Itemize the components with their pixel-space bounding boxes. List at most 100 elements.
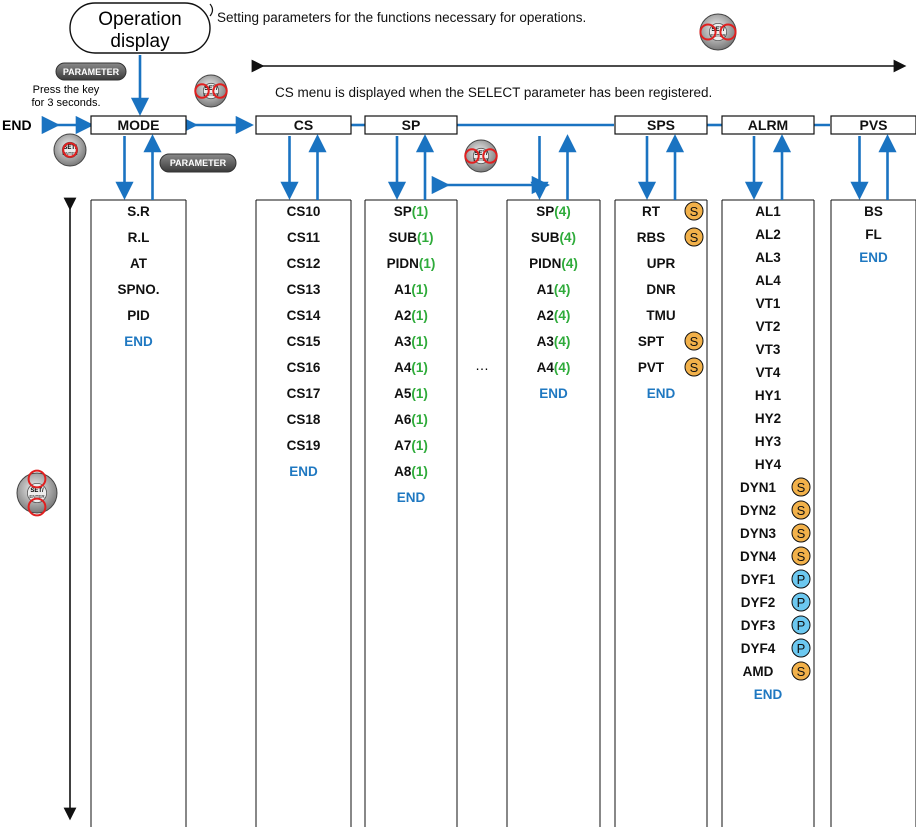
parameter-item[interactable]: CS14 [287, 308, 321, 323]
s-badge-icon [791, 477, 811, 497]
parameter-item[interactable]: A2(4) [537, 308, 571, 323]
parameter-item[interactable]: HY1 [755, 388, 782, 403]
parameter-item[interactable]: A3(1) [394, 334, 428, 349]
s-badge-icon [684, 331, 704, 351]
column-header[interactable]: SP [402, 117, 421, 133]
s-badge-icon [684, 201, 704, 221]
parameter-item[interactable]: A2(1) [394, 308, 428, 323]
parameter-item[interactable]: TMU [646, 308, 675, 323]
parameter-item[interactable]: A7(1) [394, 438, 428, 453]
parameter-item[interactable]: CS12 [287, 256, 321, 271]
badge-label: P [797, 572, 806, 587]
parameter-item[interactable]: CS19 [287, 438, 321, 453]
column-header[interactable]: SPS [647, 117, 675, 133]
parameter-item[interactable]: A3(4) [537, 334, 571, 349]
parameter-item[interactable]: AL3 [755, 250, 781, 265]
parameter-item[interactable]: S.R [127, 204, 150, 219]
parameter-item[interactable]: SP(4) [536, 204, 571, 219]
parameter-item[interactable]: CS11 [287, 230, 321, 245]
parameter-item[interactable]: RT [642, 204, 661, 219]
parameter-item[interactable]: DYF1 [741, 572, 776, 587]
parameter-item[interactable]: PID [127, 308, 150, 323]
parameter-item[interactable]: R.L [128, 230, 150, 245]
parameter-item[interactable]: SP(1) [394, 204, 429, 219]
parameter-item[interactable]: A1(4) [537, 282, 571, 297]
parameter-item[interactable]: VT2 [756, 319, 781, 334]
set-enter-key-lr-3[interactable]: SET/ENTER [464, 139, 498, 173]
set-enter-key-ud[interactable]: SET/ENTER [16, 469, 58, 517]
s-badge-icon [791, 546, 811, 566]
parameter-item[interactable]: SUB(4) [531, 230, 576, 245]
parameter-item[interactable]: HY3 [755, 434, 782, 449]
parameter-item[interactable]: AMD [743, 664, 774, 679]
parameter-item[interactable]: SUB(1) [388, 230, 433, 245]
badge-label: S [690, 360, 699, 375]
parameter-item[interactable]: AL1 [755, 204, 781, 219]
parameter-item[interactable]: PIDN(1) [387, 256, 436, 271]
parameter-item[interactable]: CS16 [287, 360, 321, 375]
parameter-item[interactable]: DYF4 [741, 641, 776, 656]
parameter-item[interactable]: BS [864, 204, 883, 219]
s-badge-icon [791, 500, 811, 520]
badge-label: S [797, 480, 806, 495]
parameter-item[interactable]: A1(1) [394, 282, 428, 297]
parameter-item[interactable]: A4(4) [537, 360, 571, 375]
parameter-item[interactable]: DYN1 [740, 480, 777, 495]
parameter-item[interactable]: A6(1) [394, 412, 428, 427]
end-item[interactable]: END [289, 464, 318, 479]
parameter-item[interactable]: DYF3 [741, 618, 776, 633]
parameter-item[interactable]: HY4 [755, 457, 782, 472]
parameter-item[interactable]: CS13 [287, 282, 321, 297]
parameter-item[interactable]: DYF2 [741, 595, 776, 610]
end-item[interactable]: END [859, 250, 888, 265]
parameter-item[interactable]: CS17 [287, 386, 321, 401]
parameter-item[interactable]: DYN2 [740, 503, 776, 518]
parameter-item[interactable]: SPNO. [117, 282, 159, 297]
parameter-key-2[interactable]: PARAMETER [159, 153, 237, 173]
set-enter-key-lr[interactable]: SET/ENTER [699, 13, 737, 51]
end-item[interactable]: END [647, 386, 676, 401]
column-mode: MODE S.R R.L AT SPNO. PID END [90, 115, 187, 827]
parameter-item[interactable]: A4(1) [394, 360, 428, 375]
parameter-key[interactable]: PARAMETER [55, 62, 127, 81]
badge-label: S [797, 526, 806, 541]
parameter-item[interactable]: A8(1) [394, 464, 428, 479]
column-header[interactable]: MODE [118, 117, 160, 133]
parameter-item[interactable]: HY2 [755, 411, 781, 426]
parameter-item[interactable]: FL [865, 227, 882, 242]
parameter-item[interactable]: CS15 [287, 334, 321, 349]
parameter-item[interactable]: AL4 [755, 273, 781, 288]
parameter-item[interactable]: RBS [637, 230, 666, 245]
parameter-item[interactable]: VT4 [756, 365, 781, 380]
parameter-item[interactable]: DYN3 [740, 526, 777, 541]
badge-label: S [690, 334, 699, 349]
end-item[interactable]: END [754, 687, 783, 702]
s-badge-icon [791, 523, 811, 543]
set-enter-key-center[interactable]: SET/ENTER [53, 133, 87, 167]
p-badge-icon [791, 569, 811, 589]
parameter-item[interactable]: SPT [638, 334, 665, 349]
parameter-item[interactable]: AT [130, 256, 148, 271]
parameter-item[interactable]: PIDN(4) [529, 256, 578, 271]
column-header[interactable]: PVS [859, 117, 887, 133]
parameter-item[interactable]: A5(1) [394, 386, 428, 401]
end-item[interactable]: END [124, 334, 153, 349]
parameter-item[interactable]: AL2 [755, 227, 781, 242]
set-enter-key-lr-2[interactable]: SET/ENTER [194, 74, 228, 108]
end-item[interactable]: END [397, 490, 426, 505]
parameter-item[interactable]: CS18 [287, 412, 321, 427]
key-sublabel: ENTER [203, 92, 219, 97]
parameter-item[interactable]: DNR [646, 282, 675, 297]
column-header[interactable]: ALRM [748, 117, 788, 133]
parameter-item[interactable]: PVT [638, 360, 665, 375]
parameter-item[interactable]: VT3 [756, 342, 781, 357]
end-item[interactable]: END [539, 386, 568, 401]
column-header[interactable]: CS [294, 117, 313, 133]
parameter-item[interactable]: UPR [647, 256, 676, 271]
parameter-item[interactable]: VT1 [756, 296, 781, 311]
parameter-item[interactable]: DYN4 [740, 549, 777, 564]
badge-label: P [797, 618, 806, 633]
parameter-item[interactable]: CS10 [287, 204, 321, 219]
